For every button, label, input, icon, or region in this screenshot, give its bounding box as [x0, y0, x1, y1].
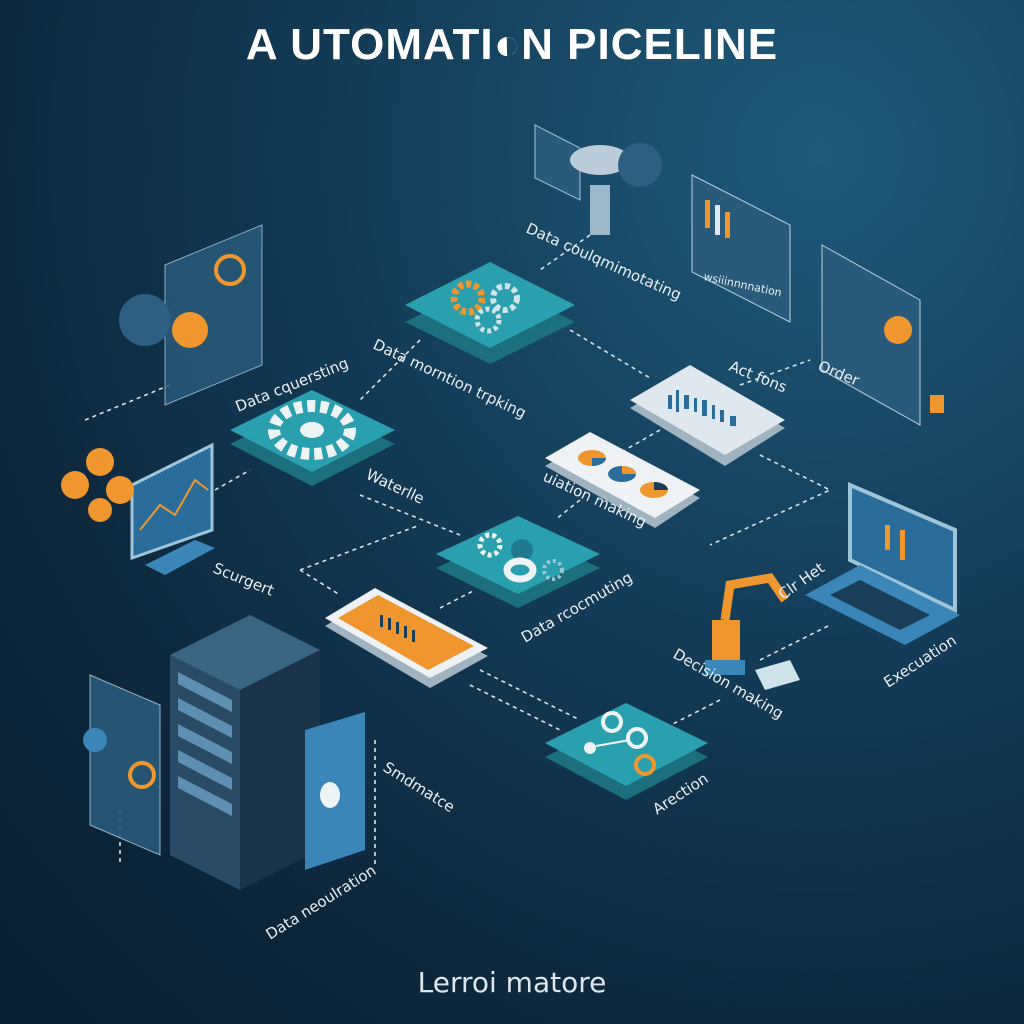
dashboard-icon: [83, 674, 161, 856]
page-title: A UTOMATI◐N PICELINE: [245, 20, 779, 69]
gears-icon: [61, 448, 134, 522]
pie-chart-icon: [578, 450, 668, 498]
robot-arm-icon: [705, 573, 800, 690]
gears-icon: [450, 280, 520, 334]
tile-gears-middle[interactable]: [436, 516, 600, 608]
monitor-icon: [130, 442, 215, 575]
barcode-icon: [668, 390, 736, 426]
server-rack-icon: [170, 615, 365, 890]
barcode-icon: [380, 615, 415, 642]
dashboard-icon: [119, 224, 263, 406]
tile-actions-panel[interactable]: [630, 365, 785, 466]
gears-icon: [477, 532, 564, 583]
label-waterlle: Waterlle: [363, 465, 427, 507]
tile-action[interactable]: [545, 703, 708, 800]
monitor-icon: [821, 244, 944, 426]
tile-orange-panel[interactable]: [325, 588, 488, 688]
footer-caption: Lerroi matore: [417, 966, 607, 999]
label-act-fons: Act fons: [727, 357, 790, 396]
network-icon: [584, 711, 656, 776]
label-execuation: Execuation: [880, 631, 959, 691]
monitor-icon: [691, 174, 791, 323]
tile-big-gear[interactable]: [230, 390, 395, 486]
tile-pie-charts[interactable]: [545, 432, 700, 528]
label-data-neoulration: Data neoulration: [263, 861, 380, 943]
tile-gears-top[interactable]: [405, 262, 575, 364]
gear-icon: [268, 400, 356, 460]
label-scurgert: Scurgert: [211, 559, 277, 600]
connectors: [84, 234, 832, 865]
robot-arm-icon: [534, 124, 662, 235]
label-smdmatce: Smdmatce: [380, 758, 458, 816]
laptop-icon: [805, 481, 960, 645]
